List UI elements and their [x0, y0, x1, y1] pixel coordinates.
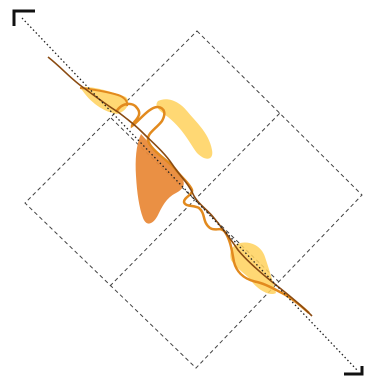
top-left-corner-mark: [14, 11, 35, 26]
bottom-right-corner-mark: [344, 366, 362, 374]
dark-central-lobe: [136, 134, 184, 224]
light-lobe-right-arc: [156, 99, 212, 159]
dark-flow-shape: [136, 134, 184, 224]
